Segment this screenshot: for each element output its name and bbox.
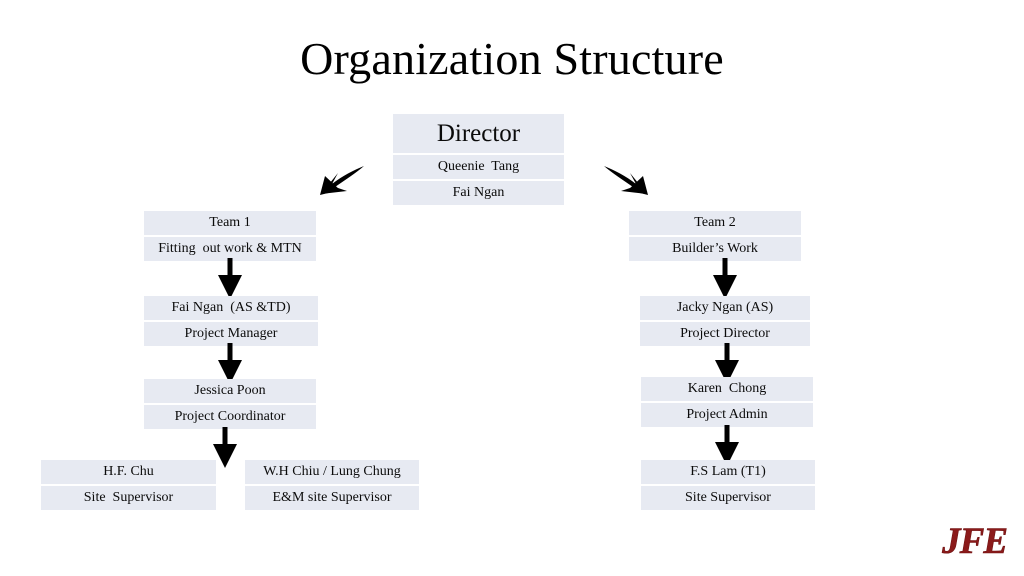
arrow-manager-to-coordinator-icon bbox=[215, 343, 245, 385]
node-team1-header[interactable]: Team 1 Fitting out work & MTN bbox=[144, 211, 316, 261]
site-supervisor-left-name: H.F. Chu bbox=[41, 460, 216, 484]
project-admin-name: Karen Chong bbox=[641, 377, 813, 401]
team1-scope-label: Fitting out work & MTN bbox=[144, 235, 316, 261]
director-title: Director bbox=[393, 114, 564, 153]
node-site-supervisor-right[interactable]: F.S Lam (T1) Site Supervisor bbox=[641, 460, 815, 510]
project-director-role: Project Director bbox=[640, 320, 810, 346]
site-supervisor-right-role: Site Supervisor bbox=[641, 484, 815, 510]
director-person-1: Queenie Tang bbox=[393, 153, 564, 179]
arrow-team2-to-director-icon bbox=[710, 258, 740, 300]
em-site-supervisor-role: E&M site Supervisor bbox=[245, 484, 419, 510]
director-person-2: Fai Ngan bbox=[393, 179, 564, 205]
arrow-director-to-admin-icon bbox=[712, 343, 742, 385]
project-manager-role: Project Manager bbox=[144, 320, 318, 346]
team1-header-label: Team 1 bbox=[144, 211, 316, 235]
project-coordinator-name: Jessica Poon bbox=[144, 379, 316, 403]
arrow-director-to-team2-icon bbox=[602, 164, 654, 200]
site-supervisor-right-name: F.S Lam (T1) bbox=[641, 460, 815, 484]
node-project-director[interactable]: Jacky Ngan (AS) Project Director bbox=[640, 296, 810, 346]
team2-scope-label: Builder’s Work bbox=[629, 235, 801, 261]
project-director-name: Jacky Ngan (AS) bbox=[640, 296, 810, 320]
arrow-coordinator-to-site-icon bbox=[210, 427, 240, 469]
arrow-admin-to-site-icon bbox=[712, 425, 742, 467]
jfe-logo: JFE bbox=[942, 521, 1008, 562]
node-team2-header[interactable]: Team 2 Builder’s Work bbox=[629, 211, 801, 261]
node-director[interactable]: Director Queenie Tang Fai Ngan bbox=[393, 114, 564, 205]
node-project-coordinator[interactable]: Jessica Poon Project Coordinator bbox=[144, 379, 316, 429]
project-admin-role: Project Admin bbox=[641, 401, 813, 427]
arrow-director-to-team1-icon bbox=[314, 164, 366, 200]
arrow-team1-to-manager-icon bbox=[215, 258, 245, 300]
em-site-supervisor-name: W.H Chiu / Lung Chung bbox=[245, 460, 419, 484]
node-site-supervisor-left[interactable]: H.F. Chu Site Supervisor bbox=[41, 460, 216, 510]
node-project-admin[interactable]: Karen Chong Project Admin bbox=[641, 377, 813, 427]
project-coordinator-role: Project Coordinator bbox=[144, 403, 316, 429]
page-title: Organization Structure bbox=[300, 33, 724, 84]
node-project-manager[interactable]: Fai Ngan (AS &TD) Project Manager bbox=[144, 296, 318, 346]
node-em-site-supervisor[interactable]: W.H Chiu / Lung Chung E&M site Superviso… bbox=[245, 460, 419, 510]
project-manager-name: Fai Ngan (AS &TD) bbox=[144, 296, 318, 320]
site-supervisor-left-role: Site Supervisor bbox=[41, 484, 216, 510]
team2-header-label: Team 2 bbox=[629, 211, 801, 235]
